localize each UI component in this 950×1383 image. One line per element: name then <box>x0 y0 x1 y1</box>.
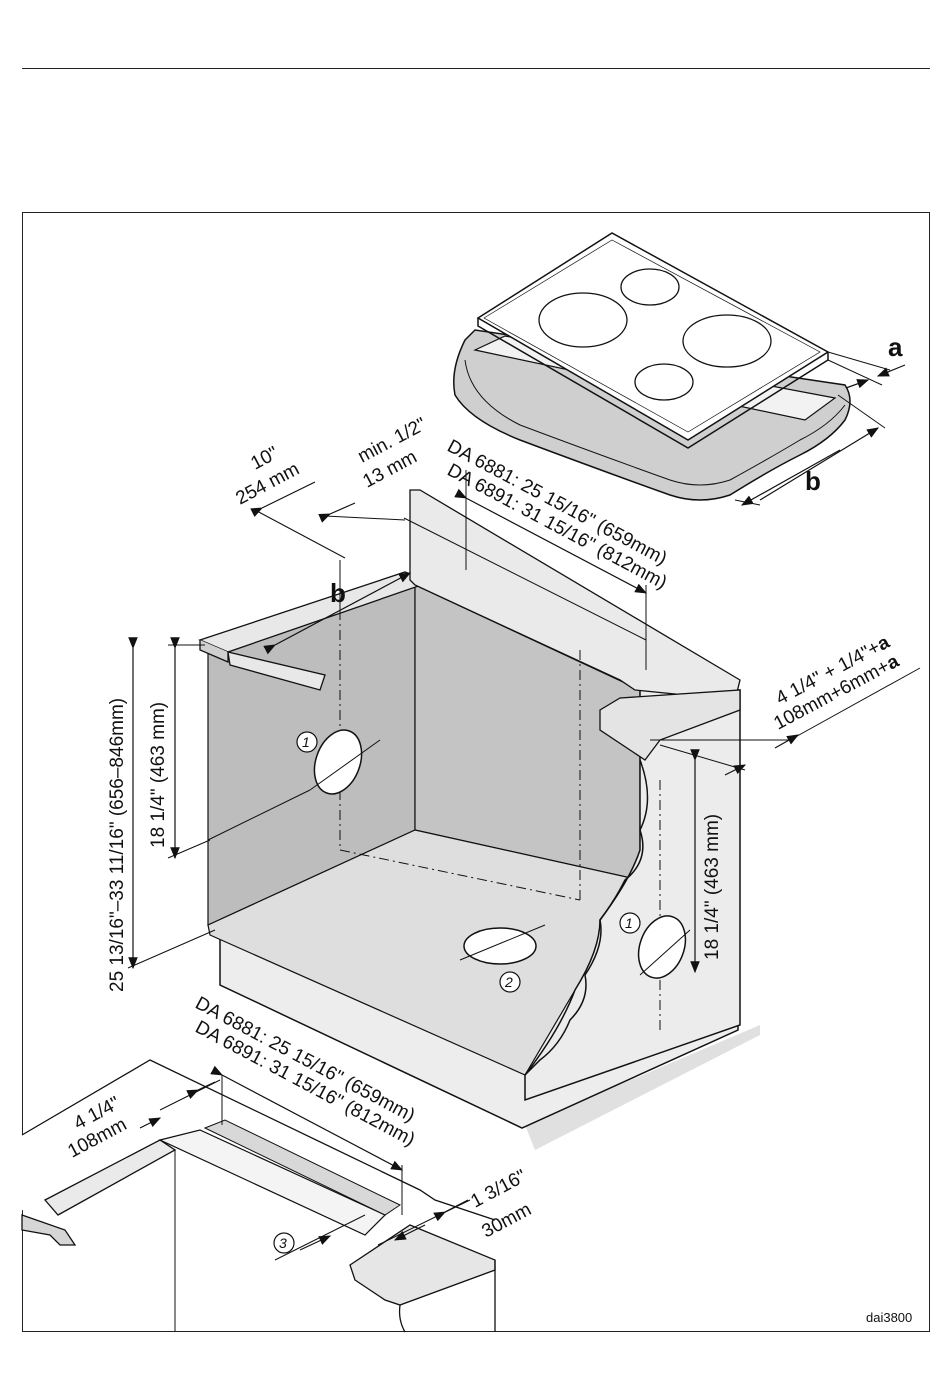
cooktop <box>454 233 850 500</box>
label-b-hob: b <box>805 466 821 496</box>
burner-icon <box>621 269 679 305</box>
svg-text:1: 1 <box>625 915 633 931</box>
burner-icon <box>635 364 693 400</box>
svg-text:2: 2 <box>504 974 513 990</box>
svg-text:1: 1 <box>302 734 310 750</box>
burner-icon <box>683 315 771 367</box>
marker-1-right: 1 <box>620 913 640 933</box>
height-range: 25 13/16"–33 11/16" (656–846mm) <box>107 698 128 992</box>
label-a: a <box>888 332 903 362</box>
label-b-cabinet: b <box>330 578 346 608</box>
marker-1-left: 1 <box>297 732 317 752</box>
height-right: 18 1/4" (463 mm) <box>702 814 723 960</box>
burner-icon <box>539 293 627 347</box>
marker-2: 2 <box>500 972 520 992</box>
height-left: 18 1/4" (463 mm) <box>148 702 169 848</box>
worktop-cutout <box>22 1060 500 1332</box>
diagram-code: dai3800 <box>866 1310 912 1325</box>
svg-text:3: 3 <box>279 1235 287 1251</box>
marker-3: 3 <box>274 1233 294 1253</box>
